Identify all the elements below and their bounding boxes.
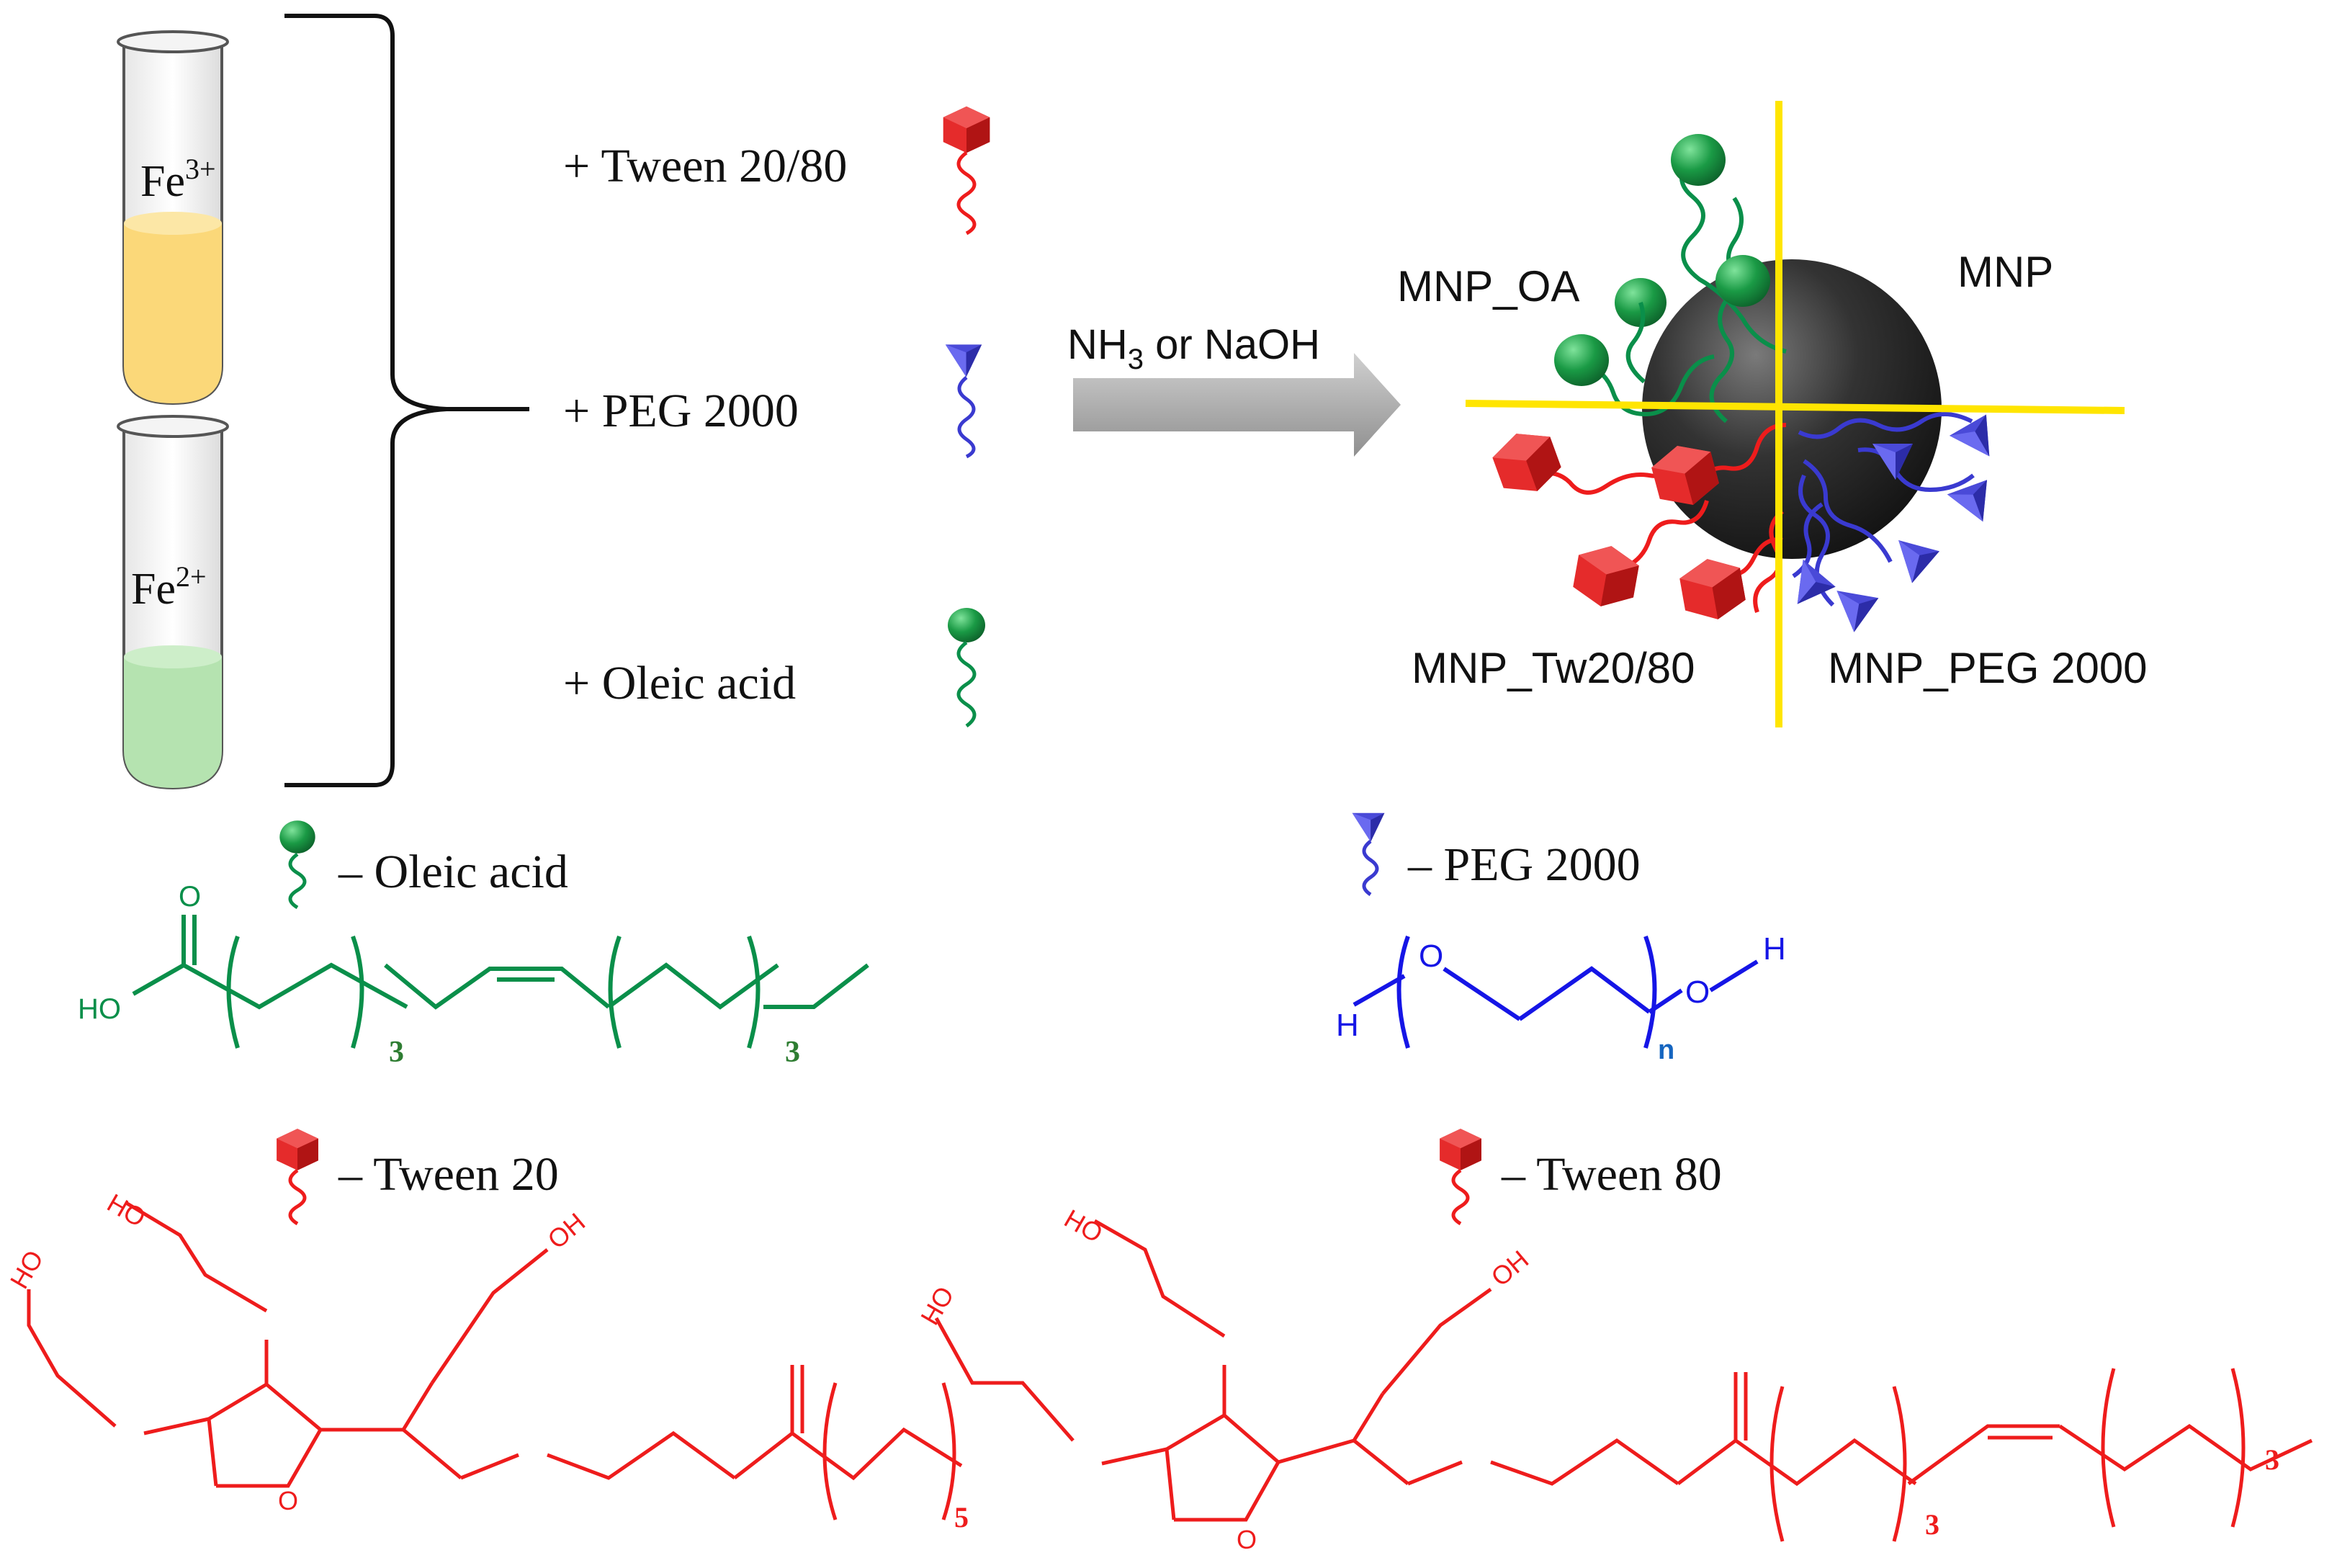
tw80-o: O: [1237, 1525, 1257, 1554]
tw80-ho3: OH: [1485, 1245, 1534, 1292]
oleic-o: O: [179, 881, 201, 913]
red-cube-ligand-icon: [943, 106, 990, 236]
oleic-n2: 3: [785, 1036, 800, 1069]
fe2-charge: 2+: [176, 560, 207, 593]
legend-peg-label: – PEG 2000: [1407, 838, 1641, 891]
label-mnp-peg: MNP_PEG 2000: [1828, 644, 2148, 692]
legend-tween80-label: – Tween 80: [1501, 1148, 1722, 1201]
fe3-charge: 3+: [185, 153, 216, 185]
legend-tween20-label: – Tween 20: [338, 1148, 559, 1201]
tween80-structure: [934, 1219, 2313, 1542]
grouping-bracket: [284, 14, 529, 787]
tw20-n: 5: [954, 1501, 969, 1533]
reagent-tween: + Tween 20/80: [563, 140, 847, 192]
tw20-ho1: HO: [4, 1245, 50, 1294]
fe3-solution: [124, 223, 222, 403]
label-mnp-tween: MNP_Tw20/80: [1412, 644, 1695, 692]
reagent-oleic: + Oleic acid: [563, 657, 796, 709]
reaction-arrow: [1073, 353, 1401, 457]
fe2-label: Fe: [131, 565, 176, 614]
peg-structure: [1353, 935, 1759, 1049]
oleic-oh: HO: [78, 993, 121, 1025]
green-sphere-ligand-icon: [948, 608, 985, 728]
svg-text:Fe2+: Fe2+: [131, 560, 207, 614]
fe2-solution: [124, 657, 222, 788]
tw80-ho2: HO: [1059, 1204, 1108, 1249]
oleic-acid-structure: [132, 915, 869, 1049]
reagent-peg: + PEG 2000: [563, 385, 799, 437]
peg-o1: O: [1419, 938, 1443, 974]
tw20-ho3: OH: [542, 1207, 591, 1255]
legend-tween80-icon: [1440, 1129, 1481, 1226]
blue-pyramid-ligand-icon: [945, 344, 982, 459]
fe3-label: Fe: [140, 157, 185, 206]
legend-oleic-label: – Oleic acid: [338, 846, 568, 898]
tw80-n1: 3: [1925, 1508, 1939, 1541]
peg-h2: H: [1763, 931, 1786, 967]
tw80-ho1: HO: [915, 1281, 960, 1330]
tw20-ho2: HO: [102, 1188, 151, 1233]
peg-n: n: [1658, 1035, 1674, 1065]
test-tube-fe2: Fe2+: [117, 415, 229, 790]
tw80-n2: 3: [2265, 1443, 2279, 1476]
peg-o2: O: [1685, 975, 1710, 1010]
test-tube-fe3: Fe3+: [117, 30, 229, 406]
oleic-n1: 3: [389, 1036, 404, 1069]
svg-text:Fe3+: Fe3+: [140, 153, 216, 206]
quadrant-divider: [1465, 101, 2125, 727]
tw20-o: O: [278, 1486, 298, 1515]
label-mnp-oa: MNP_OA: [1397, 262, 1579, 310]
peg-h1: H: [1336, 1008, 1359, 1043]
arrow-reagent-label: NH3 or NaOH: [1067, 321, 1320, 375]
label-mnp: MNP: [1957, 248, 2053, 296]
tween20-structure: [27, 1201, 963, 1520]
legend-peg-icon: [1352, 812, 1385, 897]
legend-tween20-icon: [277, 1129, 318, 1226]
legend-oleic-icon: [279, 820, 315, 910]
